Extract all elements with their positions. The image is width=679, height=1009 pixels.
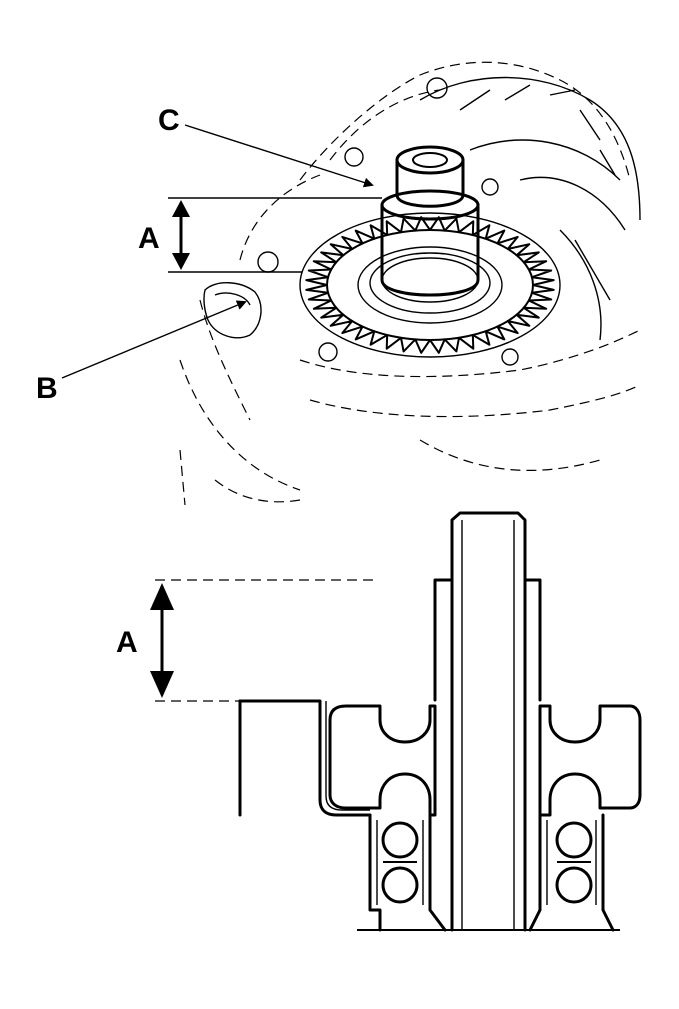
top-dimension-a <box>168 197 382 273</box>
label-c: C <box>158 104 180 137</box>
bottom-cross-section <box>155 511 642 932</box>
leader-c <box>184 124 374 188</box>
label-a-bottom: A <box>116 626 138 659</box>
label-a-top: A <box>138 222 160 255</box>
leader-b <box>61 300 247 379</box>
label-b: B <box>36 372 58 405</box>
top-transmission-housing <box>179 61 641 506</box>
bearing-right <box>528 813 615 932</box>
top-shaft <box>380 145 480 297</box>
bottom-dimension-a <box>150 583 174 698</box>
top-gear <box>299 212 561 358</box>
bearing-left <box>368 813 447 932</box>
